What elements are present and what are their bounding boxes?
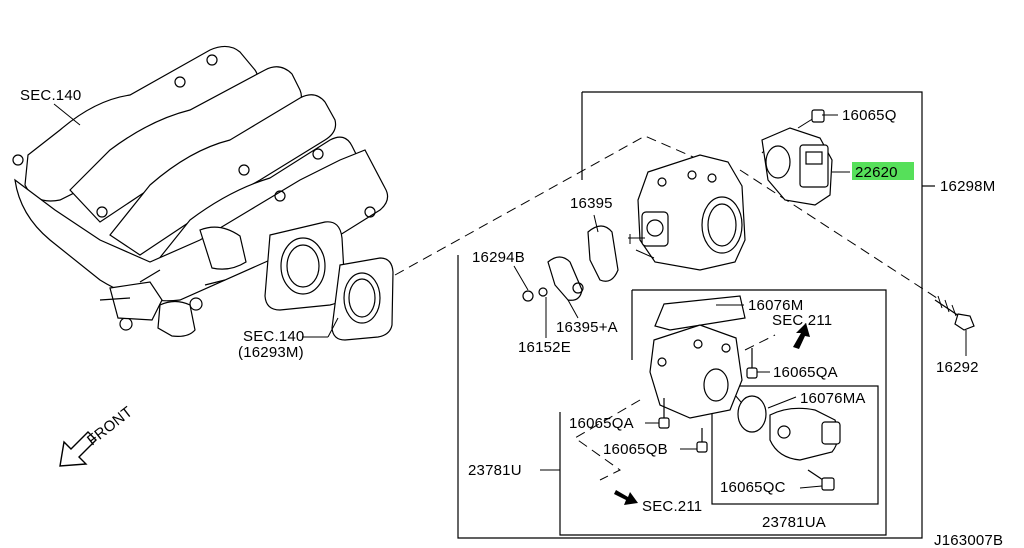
throttle-body xyxy=(628,154,746,271)
frame-idle-valve xyxy=(711,385,879,505)
arrow-sec211-upper xyxy=(793,323,810,349)
label-sec140-top[interactable]: SEC.140 xyxy=(20,87,81,104)
label-16298m[interactable]: 16298M xyxy=(940,178,995,195)
label-16065qb[interactable]: 16065QB xyxy=(603,441,668,458)
label-16293m: (16293M) xyxy=(238,344,304,361)
bolt-16292 xyxy=(934,295,975,331)
label-16076m[interactable]: 16076M xyxy=(748,297,803,314)
intake-manifold xyxy=(12,45,394,341)
dashed-leaders xyxy=(394,135,941,481)
frame-throttle-assembly xyxy=(457,91,935,539)
label-16294b[interactable]: 16294B xyxy=(472,249,525,266)
label-diagram-code: J163007B xyxy=(934,532,1003,548)
label-16065qc[interactable]: 16065QC xyxy=(720,479,786,496)
label-22620[interactable]: 22620 xyxy=(855,164,898,181)
idle-air-control-valve xyxy=(769,407,841,461)
screws-16065qa xyxy=(658,348,758,453)
arrow-sec211-lower xyxy=(614,490,638,505)
label-16065q[interactable]: 16065Q xyxy=(842,107,897,124)
label-23781u[interactable]: 23781U xyxy=(468,462,522,479)
front-arrow-icon xyxy=(59,431,97,467)
gasket-16076ma xyxy=(737,395,767,433)
frame-chamber-assembly xyxy=(559,289,887,536)
label-sec140-bottom[interactable]: SEC.140 xyxy=(243,328,304,345)
label-16065qa-right[interactable]: 16065QA xyxy=(773,364,838,381)
label-16065qa-left[interactable]: 16065QA xyxy=(569,415,634,432)
label-leaders xyxy=(53,103,967,489)
label-16076ma[interactable]: 16076MA xyxy=(800,390,866,407)
label-front: FRONT xyxy=(84,403,136,449)
screw-16065qc xyxy=(807,469,835,491)
highlight-22620 xyxy=(852,162,914,180)
label-sec211-lower[interactable]: SEC.211 xyxy=(642,498,702,515)
label-sec211-upper[interactable]: SEC.211 xyxy=(772,312,832,329)
screw-16065q xyxy=(797,109,825,129)
label-16395[interactable]: 16395 xyxy=(570,195,613,212)
label-16395a[interactable]: 16395+A xyxy=(556,319,618,336)
label-16152e[interactable]: 16152E xyxy=(518,339,571,356)
throttle-position-sensor xyxy=(761,127,833,206)
label-23781ua[interactable]: 23781UA xyxy=(762,514,826,531)
throttle-linkage xyxy=(522,225,619,302)
label-16292[interactable]: 16292 xyxy=(936,359,979,376)
chamber-body xyxy=(649,324,743,419)
